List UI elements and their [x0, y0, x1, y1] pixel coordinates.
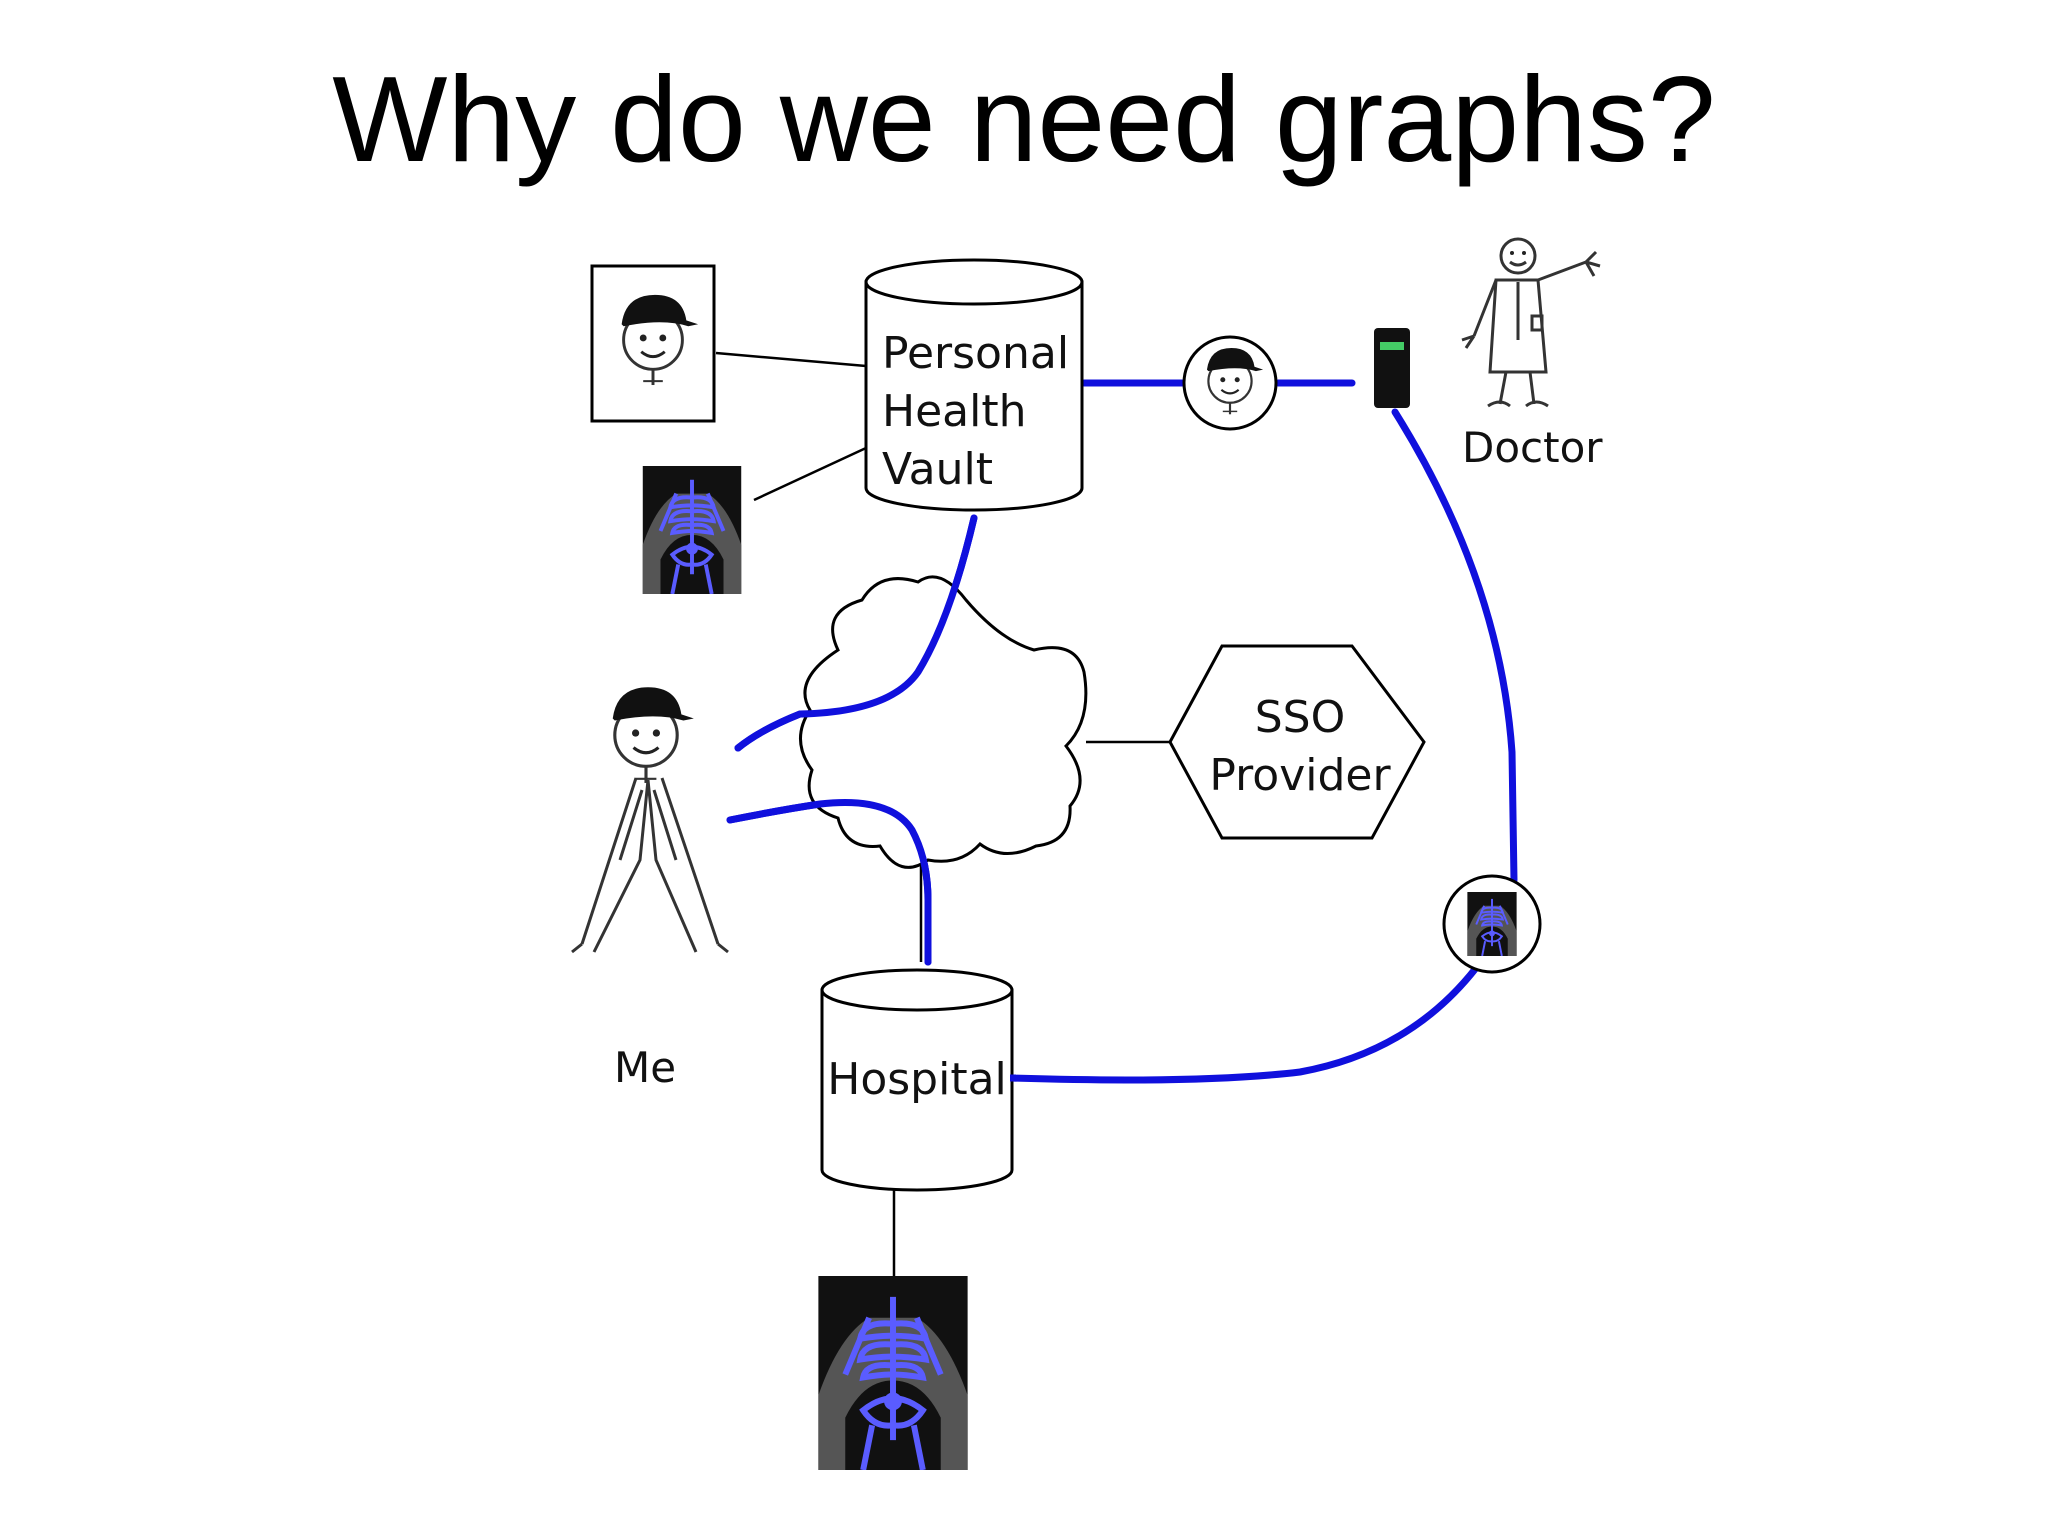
hospital-node: Hospital: [820, 968, 1014, 1192]
vault-label-line2: Health: [882, 386, 1026, 437]
sso-label-line1: SSO: [1255, 692, 1346, 743]
vault-label-line1: Personal: [882, 328, 1069, 379]
hospital-label: Hospital: [827, 1054, 1007, 1105]
cloud-icon: [799, 575, 1088, 869]
terminal-icon: [1374, 328, 1410, 408]
patient-photo-icon: [590, 264, 716, 423]
sso-label-line2: Provider: [1209, 750, 1391, 801]
sso-provider-node: SSO Provider: [1168, 644, 1426, 840]
black-links: [715, 351, 1170, 1276]
personal-health-vault-node: Personal Health Vault: [864, 258, 1084, 512]
slide-title: Why do we need graphs?: [332, 51, 1716, 187]
xray-token-icon: [1442, 874, 1542, 974]
vault-label-line3: Vault: [882, 444, 993, 495]
xray-icon: [643, 466, 741, 594]
doctor-stick-figure-icon: [1461, 237, 1601, 408]
doctor-label: Doctor: [1462, 423, 1603, 472]
patient-token-icon: [1182, 335, 1278, 431]
hospital-xray-icon: [818, 1276, 967, 1470]
patient-stick-figure-icon: [571, 685, 729, 954]
me-label: Me: [614, 1043, 676, 1092]
